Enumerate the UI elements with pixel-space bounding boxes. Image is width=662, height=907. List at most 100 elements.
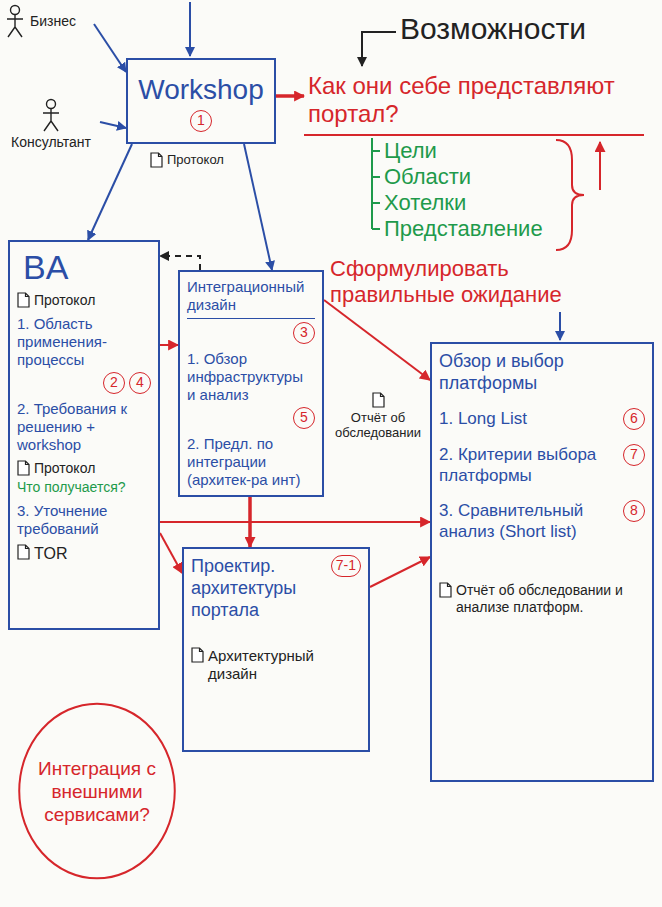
connector xyxy=(160,256,200,270)
actor: Бизнес xyxy=(4,4,94,38)
node-text: Как они себе представляют портал? xyxy=(308,72,640,128)
document-icon xyxy=(17,292,30,308)
text-row: 3 xyxy=(187,322,315,344)
node-text: 2. Критерии выбора платформы xyxy=(439,444,619,486)
document-outline xyxy=(18,293,29,307)
node-text: BA xyxy=(23,248,151,286)
document-outline xyxy=(18,545,29,559)
actor: Консультант xyxy=(2,98,100,150)
document-outline xyxy=(151,153,162,167)
callout-number: 6 xyxy=(623,408,645,430)
document-outline xyxy=(373,393,384,407)
node-text: 1. Область применения-процессы xyxy=(17,315,151,369)
connector xyxy=(370,557,430,587)
document-label: TOR xyxy=(17,544,151,563)
document-icon xyxy=(17,460,30,476)
note-label: Области xyxy=(384,164,471,190)
callout-number: 5 xyxy=(293,407,315,429)
document-label: Архитектурный дизайн xyxy=(191,647,361,683)
brace-arrow xyxy=(599,142,601,190)
figure-head xyxy=(47,100,56,109)
question-band: Как они себе представляют портал? xyxy=(304,70,644,136)
document-outline xyxy=(18,461,29,475)
process-box: BA Протокол 1. Область применения-процессы… xyxy=(8,240,160,630)
figure-body xyxy=(7,15,23,37)
stick-figure xyxy=(40,98,62,132)
text-row: Проектир. архитектуры портала7-1 xyxy=(191,555,361,621)
document-icon xyxy=(191,647,204,663)
note-label: Сформулировать правильные ожидание xyxy=(330,256,620,308)
document-icon xyxy=(150,152,163,168)
document-label: Отчёт об обследовании и анализе платформ… xyxy=(439,582,645,616)
process-box: Workshop 1 xyxy=(126,58,276,144)
text-row: 24 xyxy=(17,372,151,394)
node-text: Проектир. архитектуры портала xyxy=(191,555,327,621)
node-text: 3. Сравнительный анализ (Short list) xyxy=(439,500,619,542)
oval-shape xyxy=(19,704,175,879)
node-text: 1. Long List xyxy=(439,408,619,429)
figure-head xyxy=(11,6,20,15)
note-label: Представление xyxy=(384,216,543,242)
pointer-arrow xyxy=(362,32,396,66)
callout-number: 2 xyxy=(103,372,125,394)
input-arrow xyxy=(189,2,191,56)
document-name: Отчёт об обследовании xyxy=(330,410,426,440)
note-label: Хотелки xyxy=(384,190,466,216)
node-text: 2. Предл. по интеграции (архитек-ра инт) xyxy=(187,435,315,489)
connector xyxy=(100,122,126,128)
document-name: Отчёт об обследовании и анализе платформ… xyxy=(456,582,645,616)
document-name: Архитектурный дизайн xyxy=(208,647,361,683)
process-box: Проектир. архитектуры портала7-1Архитект… xyxy=(182,547,370,752)
connector xyxy=(244,144,272,270)
connector xyxy=(94,24,126,72)
process-box: Обзор и выбор платформы1. Long List62. К… xyxy=(430,342,654,782)
node-text: Консультант xyxy=(11,134,91,150)
document-label: Протокол xyxy=(150,152,224,168)
callout-number: 8 xyxy=(623,500,645,522)
document-label: Протокол xyxy=(17,460,151,477)
document-outline xyxy=(440,583,451,597)
document-name: Протокол xyxy=(34,292,95,309)
connector xyxy=(276,94,304,98)
connector xyxy=(88,144,132,240)
stick-figure xyxy=(4,4,26,38)
callout-oval: Интеграция с внешними сервисами? xyxy=(16,700,178,882)
connector xyxy=(160,344,178,346)
document-name: TOR xyxy=(34,544,67,563)
node-text: 1. Обзор инфраструктуры и анализ xyxy=(187,350,315,404)
document-outline xyxy=(192,648,203,662)
connector xyxy=(248,497,252,547)
text-row: 3. Сравнительный анализ (Short list)8 xyxy=(439,500,645,542)
callout-number: 4 xyxy=(129,372,151,394)
document-icon xyxy=(372,392,385,408)
list-hooks xyxy=(372,138,380,229)
document-icon xyxy=(439,582,452,598)
callout-holder: 1 xyxy=(135,110,267,132)
node-text: Интеграционный дизайн xyxy=(187,278,315,319)
text-row: 1. Long List6 xyxy=(439,408,645,430)
node-text: Обзор и выбор платформы xyxy=(439,350,645,394)
node-text: 2. Требования к решению + workshop xyxy=(17,400,151,454)
node-text: Workshop xyxy=(135,74,267,106)
process-box: Интеграционный дизайн 3 1. Обзор инфрастру… xyxy=(178,270,324,497)
text-row: 2. Критерии выбора платформы7 xyxy=(439,444,645,486)
document-label: Протокол xyxy=(17,292,151,309)
connector xyxy=(160,533,182,573)
callout-number: 7 xyxy=(623,444,645,466)
node-text: Бизнес xyxy=(30,13,76,29)
callout-number: 3 xyxy=(293,322,315,344)
brace xyxy=(556,140,584,250)
note-label: Что получается? xyxy=(17,479,151,496)
document-icon xyxy=(17,544,30,560)
figure-body xyxy=(43,109,59,131)
expectation-arrow xyxy=(559,312,561,340)
text-row: 5 xyxy=(187,407,315,429)
document-label: Отчёт об обследовании xyxy=(330,392,426,440)
document-name: Протокол xyxy=(34,460,95,477)
note-label: Возможности xyxy=(400,12,586,46)
callout-number: 1 xyxy=(190,110,212,132)
connector xyxy=(324,300,430,380)
node-text: Интеграция с внешними сервисами? xyxy=(38,757,156,826)
document-name: Протокол xyxy=(167,152,224,168)
note-label: Цели xyxy=(384,138,437,164)
